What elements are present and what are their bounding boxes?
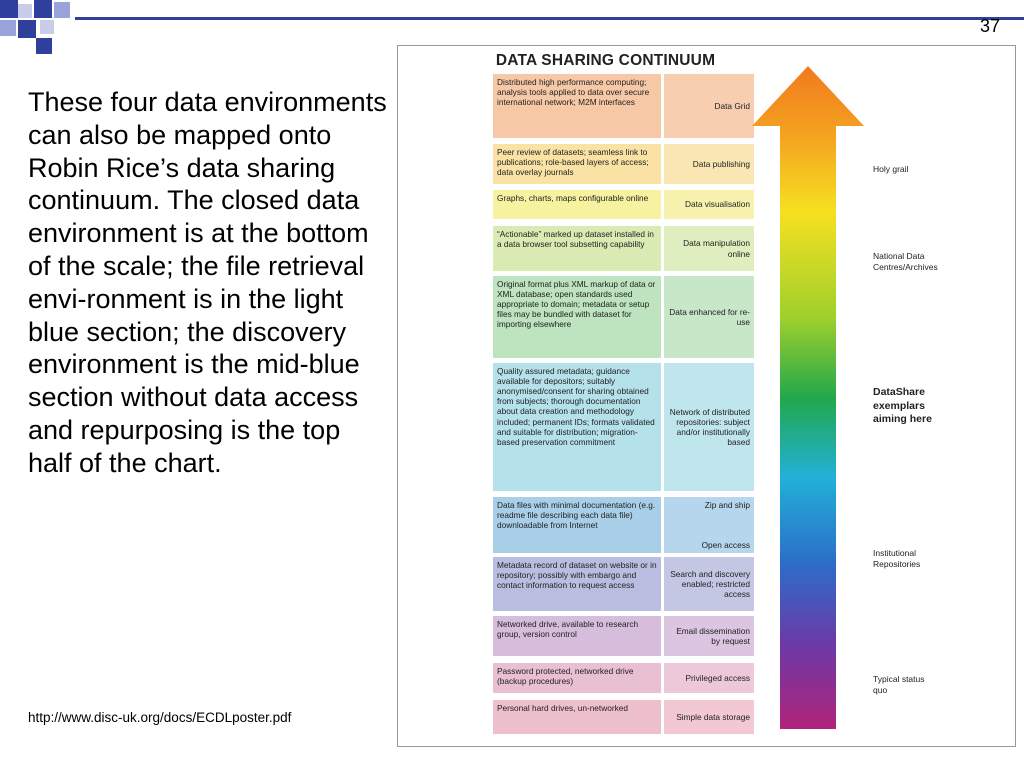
row-category-label: Data publishing (692, 158, 750, 169)
row-description: Graphs, charts, maps configurable online (493, 190, 661, 219)
row-category-label: Email dissemination by request (676, 625, 750, 646)
row-description: Networked drive, available to research g… (493, 616, 661, 656)
row-category-label: Data enhanced for re-use (669, 306, 750, 327)
diagram-title: DATA SHARING CONTINUUM (495, 52, 716, 69)
source-link[interactable]: http://www.disc-uk.org/docs/ECDLposter.p… (28, 710, 292, 725)
row-category-bottom: Open access (701, 539, 750, 550)
row-category-label: Data visualisation (684, 199, 750, 210)
row-category-top: Zip and ship (704, 500, 750, 510)
row-description: Metadata record of dataset on website or… (493, 557, 661, 611)
row-category-label: Privileged access (685, 672, 750, 683)
row-category-label: Search and discovery enabled; restricted… (670, 568, 750, 600)
side-label: Institutional Repositories (873, 548, 921, 570)
row-category-label: Simple data storage (676, 711, 750, 722)
side-label: DataShare exemplars aiming here (873, 386, 932, 426)
row-category: Simple data storage (664, 700, 754, 734)
row-description: Original format plus XML markup of data … (493, 276, 661, 358)
corner-square-dark (0, 0, 18, 18)
row-category-label: Data Grid (714, 100, 750, 111)
row-category-label: Data manipulation online (683, 238, 750, 259)
corner-square-light (0, 20, 16, 36)
row-description: Personal hard drives, un-networked (493, 700, 661, 734)
header-rule (75, 17, 1024, 20)
row-category: Data visualisation (664, 190, 754, 219)
side-label: National Data Centres/Archives (873, 251, 938, 273)
row-description: Peer review of datasets; seamless link t… (493, 144, 661, 184)
data-sharing-continuum-diagram: DATA SHARING CONTINUUM Distributed high … (397, 45, 1016, 747)
row-category: Search and discovery enabled; restricted… (664, 557, 754, 611)
row-category: Privileged access (664, 663, 754, 693)
row-description: “Actionable” marked up dataset installed… (493, 226, 661, 271)
row-category: Data enhanced for re-use (664, 276, 754, 358)
row-description: Distributed high performance computing; … (493, 74, 661, 138)
row-category: Email dissemination by request (664, 616, 754, 656)
row-category: Network of distributed repositories: sub… (664, 363, 754, 491)
corner-square-dark (34, 0, 52, 18)
corner-square-dark (18, 20, 36, 38)
side-label: Holy grail (873, 164, 909, 174)
corner-square-light (54, 2, 70, 18)
row-category: Data manipulation online (664, 226, 754, 271)
row-description: Password protected, networked drive (bac… (493, 663, 661, 693)
arrow-shape (752, 66, 864, 729)
corner-square-light (40, 20, 54, 34)
row-category: Data publishing (664, 144, 754, 184)
side-label: Typical status quo (873, 674, 925, 696)
corner-square-dark (36, 38, 52, 54)
row-description: Data files with minimal documentation (e… (493, 497, 661, 553)
slide-number: 37 (979, 16, 1000, 36)
body-text: These four data environments can also be… (28, 87, 387, 478)
gradient-arrow (752, 66, 864, 729)
row-category-label: Network of distributed repositories: sub… (669, 406, 750, 448)
corner-square-light (18, 4, 32, 18)
row-description: Quality assured metadata; guidance avail… (493, 363, 661, 491)
row-category: Data Grid (664, 74, 754, 138)
